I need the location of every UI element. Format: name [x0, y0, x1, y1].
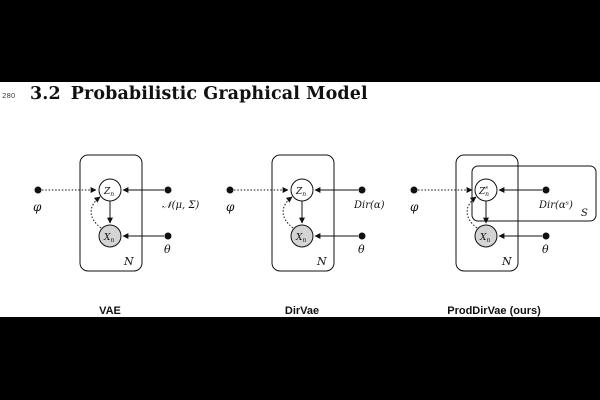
- vae-inference-edge: [90, 196, 102, 229]
- vae-phi-label: φ: [33, 200, 42, 214]
- proddirvae-inner-plate: [471, 165, 597, 222]
- dirvae-diagram: N φ Zn Dir(α) Xn θ DirVae: [226, 154, 385, 317]
- proddirvae-prior-node: [542, 186, 550, 194]
- proddirvae-observed-label: Xn: [479, 233, 490, 244]
- section-title: Probabilistic Graphical Model: [70, 84, 368, 104]
- line-number: 280: [2, 92, 16, 100]
- proddirvae-caption: ProdDirVae (ours): [447, 305, 541, 317]
- vae-prior-node: [164, 186, 172, 194]
- dirvae-observed-label: Xn: [295, 233, 306, 244]
- proddirvae-plate-label: N: [501, 255, 512, 268]
- dirvae-theta-label: θ: [358, 243, 365, 256]
- vae-caption: VAE: [99, 305, 121, 317]
- proddirvae-prior-label: Dir(αˢ): [538, 200, 573, 211]
- dirvae-phi-node: [226, 186, 234, 194]
- dirvae-observed-node: [290, 224, 314, 248]
- vae-diagram: N φ Zn 𝒩(μ, Σ) Xn θ VAE: [33, 154, 199, 317]
- proddirvae-theta-label: θ: [542, 243, 549, 256]
- dirvae-theta-node: [358, 232, 366, 240]
- proddirvae-inner-plate-label: S: [581, 208, 588, 219]
- vae-prior-label: 𝒩(μ, Σ): [162, 200, 199, 211]
- proddirvae-theta-node: [542, 232, 550, 240]
- section-number: 3.2: [30, 84, 61, 104]
- proddirvae-inference-edge: [466, 196, 478, 229]
- proddirvae-phi-node: [410, 186, 418, 194]
- proddirvae-observed-node: [474, 224, 498, 248]
- dirvae-plate-label: N: [316, 255, 327, 268]
- dirvae-caption: DirVae: [285, 305, 319, 317]
- dirvae-latent-label: Zn: [295, 187, 306, 198]
- proddirvae-phi-label: φ: [410, 200, 419, 214]
- section-heading: 3.2 Probabilistic Graphical Model: [30, 84, 368, 104]
- vae-theta-label: θ: [164, 243, 171, 256]
- vae-theta-node: [164, 232, 172, 240]
- dirvae-prior-node: [358, 186, 366, 194]
- dirvae-prior-label: Dir(α): [353, 200, 385, 211]
- paper-page: 280 3.2 Probabilistic Graphical Model N φ…: [0, 82, 600, 317]
- vae-observed-label: Xn: [103, 233, 114, 244]
- vae-observed-node: [98, 224, 122, 248]
- dirvae-plate: [271, 154, 335, 272]
- vae-latent-label: Zn: [103, 187, 114, 198]
- dirvae-phi-label: φ: [226, 200, 235, 214]
- vae-phi-node: [34, 186, 42, 194]
- graphical-models-figure: N φ Zn 𝒩(μ, Σ) Xn θ VAE: [33, 154, 597, 317]
- dirvae-inference-edge: [282, 196, 294, 229]
- vae-plate-label: N: [123, 255, 134, 268]
- vae-plate: [79, 154, 143, 272]
- proddirvae-outer-plate: [455, 154, 519, 272]
